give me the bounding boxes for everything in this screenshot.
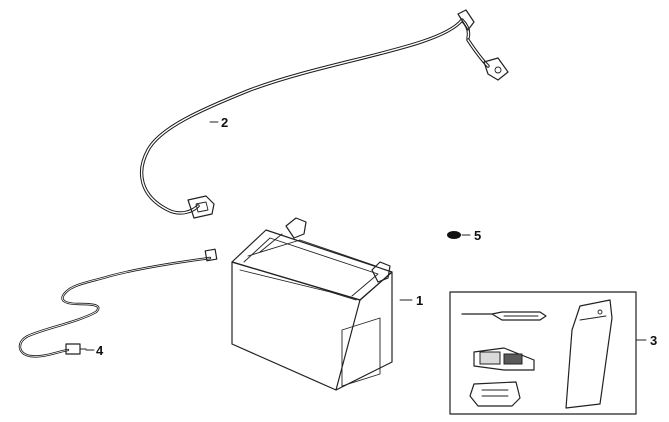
callout-2: 2 xyxy=(221,115,228,130)
sub-harness[interactable] xyxy=(18,248,218,358)
grommet[interactable] xyxy=(447,231,461,239)
spark-plug-wrench xyxy=(473,347,535,371)
tool-kit[interactable] xyxy=(449,291,637,415)
callout-1: 1 xyxy=(416,293,423,308)
grip-pad xyxy=(469,381,521,407)
callout-4: 4 xyxy=(96,343,104,358)
battery[interactable] xyxy=(231,217,393,391)
callout-5: 5 xyxy=(474,228,481,243)
screwdriver xyxy=(461,311,547,321)
callout-3: 3 xyxy=(650,333,657,348)
battery-cable[interactable] xyxy=(139,9,509,219)
tool-bag xyxy=(565,299,613,409)
